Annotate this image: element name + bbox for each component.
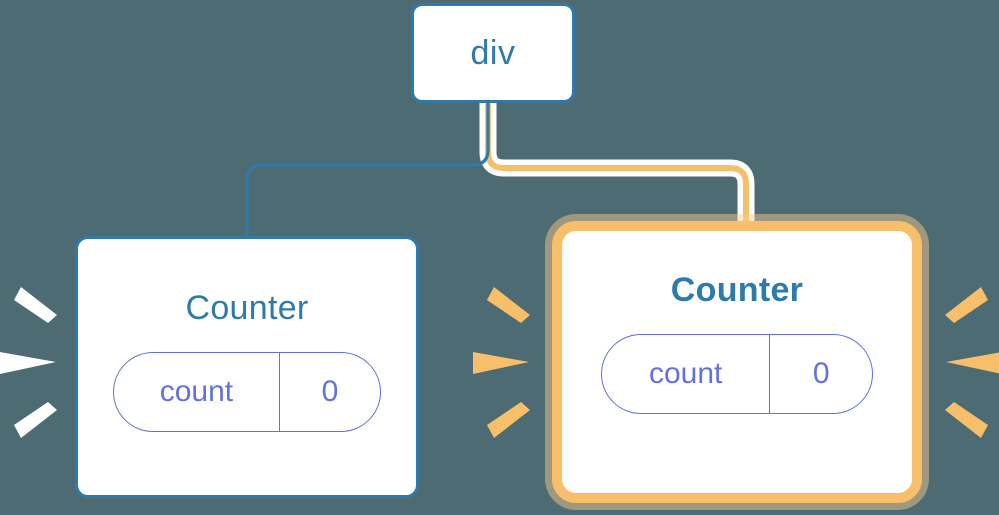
sparkle-ray-upper [487, 287, 530, 323]
sparkles-left-inner [473, 287, 530, 438]
node-counter-right[interactable]: Counter count 0 [552, 221, 922, 503]
sparkle-ray-lower [14, 402, 57, 438]
edge-div-to-counter-right-halo [479, 103, 755, 221]
node-div-title: div [470, 33, 516, 72]
sparkles-right-outer [945, 287, 999, 438]
state-value-label: 0 [769, 335, 872, 413]
node-div[interactable]: div [411, 3, 575, 103]
node-counter-left-title: Counter [185, 289, 309, 327]
edge-div-to-counter-right [485, 103, 749, 221]
state-value-label: 0 [278, 353, 380, 431]
node-counter-right-title: Counter [670, 271, 804, 309]
state-capsule-left: count 0 [113, 352, 381, 432]
sparkle-ray-middle [946, 352, 999, 374]
state-capsule-right: count 0 [601, 334, 873, 414]
sparkle-ray-upper [14, 287, 57, 323]
edge-div-to-counter-left [245, 103, 490, 236]
sparkle-ray-upper [945, 287, 988, 323]
sparkle-ray-middle [473, 352, 529, 374]
sparkle-ray-middle [0, 352, 56, 374]
state-key-label: count [649, 357, 723, 390]
state-key-label: count [159, 375, 234, 408]
node-counter-left[interactable]: Counter count 0 [75, 236, 419, 498]
sparkle-ray-lower [487, 402, 530, 438]
sparkle-ray-lower [945, 402, 988, 438]
sparkles-left-outer [0, 287, 57, 438]
